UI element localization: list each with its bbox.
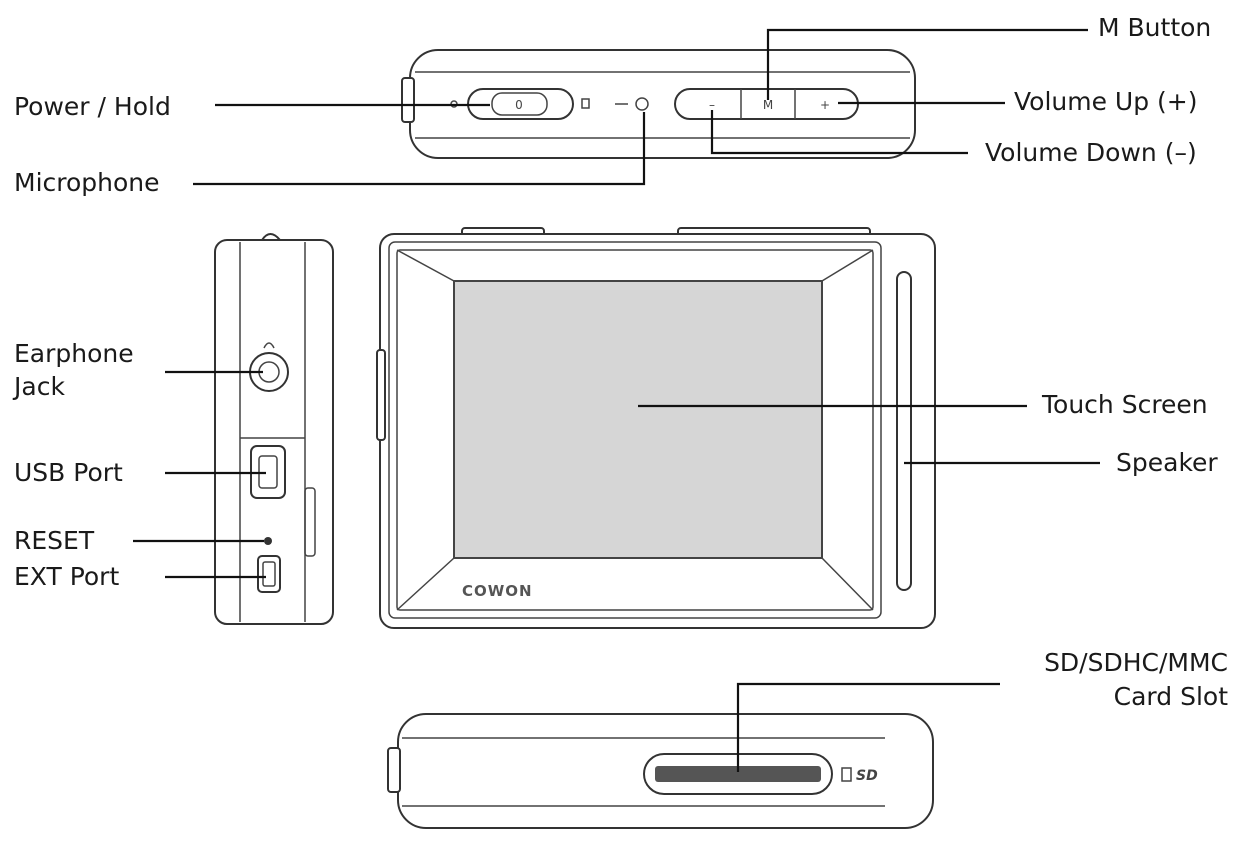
card-slot-opening <box>655 766 821 782</box>
bezel-bevel <box>396 249 455 282</box>
ext-port-inner <box>262 561 276 587</box>
card-icon <box>841 767 852 782</box>
front-side-edge <box>376 349 386 441</box>
plus-glyph: + <box>820 98 830 112</box>
sd-logo: SD <box>856 768 878 784</box>
volume-up-label: Volume Up (+) <box>1014 87 1198 116</box>
bezel-bevel <box>821 249 874 282</box>
headphone-icon <box>263 342 275 349</box>
m-glyph: M <box>763 98 773 112</box>
touch-screen-display <box>453 280 823 559</box>
usb-port-label: USB Port <box>14 458 123 487</box>
microphone-hole <box>635 97 649 111</box>
minus-glyph: – <box>709 98 715 112</box>
earphone-jack-label-line2: Jack <box>14 372 65 401</box>
bottom-body-edge <box>387 747 401 793</box>
front-bezel-outer <box>388 241 882 619</box>
bottom-view: SD <box>387 713 934 829</box>
side-view <box>214 233 334 625</box>
volume-down-leader <box>710 110 968 155</box>
m-button-leader <box>766 28 1088 100</box>
top-view: 0 – M + <box>401 49 916 159</box>
card-slot-leader <box>736 682 1000 772</box>
card-slot-label-line2: Card Slot <box>1113 682 1228 711</box>
power-switch-knob <box>491 92 548 116</box>
earphone-jack-label-line1: Earphone <box>14 339 134 368</box>
speaker-label: Speaker <box>1116 448 1218 477</box>
microphone-label: Microphone <box>14 168 160 197</box>
bezel-bevel <box>821 557 874 611</box>
m-button-label: M Button <box>1098 13 1212 42</box>
top-body-edge <box>401 77 415 123</box>
side-body-outline <box>214 239 334 625</box>
microphone-leader <box>193 112 646 186</box>
reset-label: RESET <box>14 526 95 555</box>
leader-lines <box>133 28 1100 772</box>
power-switch-glyph: 0 <box>515 98 523 112</box>
volume-down-label: Volume Down (–) <box>985 138 1197 167</box>
ext-port-label: EXT Port <box>14 562 120 591</box>
card-slot-label-line1: SD/SDHC/MMC <box>1044 648 1228 677</box>
bezel-bevel <box>396 557 455 611</box>
reset-hole <box>264 537 272 545</box>
touch-screen-label: Touch Screen <box>1042 390 1208 419</box>
brand-logo: COWON <box>462 582 533 600</box>
front-bezel-inner <box>396 249 874 611</box>
hold-lock-icon <box>581 98 590 109</box>
power-hold-label: Power / Hold <box>14 92 171 121</box>
speaker-grille <box>896 271 912 591</box>
side-latch <box>304 487 316 557</box>
front-view: COWON <box>376 227 936 629</box>
